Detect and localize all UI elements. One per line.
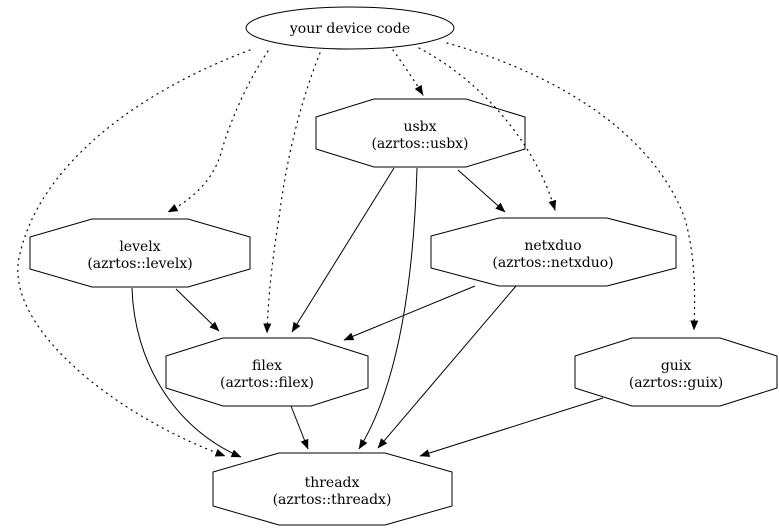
threadx-octagon-shape (212, 452, 453, 526)
edge-usbx-threadx-arrow (358, 167, 418, 450)
filex-sublabel: (azrtos::filex) (220, 375, 314, 391)
edge-device-netxduo-arrow (418, 47, 557, 211)
nodes-layer: your device codeusbx(azrtos::usbx)levelx… (29, 6, 778, 526)
filex-label: filex (252, 358, 282, 374)
node-guix: guix(azrtos::guix) (574, 337, 778, 407)
netxduo-label: netxduo (524, 238, 581, 254)
edge-usbx-filex-arrow (291, 167, 395, 333)
edge-guix-threadx-arrow (419, 397, 604, 457)
edges-layer (17, 42, 699, 458)
edge-device-levelx-arrow (167, 50, 269, 213)
usbx-label: usbx (403, 119, 436, 135)
edge-levelx-threadx-arrow (131, 287, 242, 458)
device-ellipse-shape (245, 6, 455, 50)
node-threadx: threadx(azrtos::threadx) (212, 452, 453, 526)
netxduo-sublabel: (azrtos::netxduo) (492, 255, 613, 271)
filex-octagon-shape (165, 337, 369, 407)
node-device: your device code (245, 6, 455, 50)
node-levelx: levelx(azrtos::levelx) (29, 218, 251, 288)
usbx-sublabel: (azrtos::usbx) (371, 136, 468, 152)
edge-levelx-filex-arrow (175, 288, 220, 332)
edge-netxduo-filex-arrow (343, 285, 476, 341)
levelx-octagon-shape (29, 218, 251, 288)
edge-device-guix-arrow (446, 42, 699, 331)
levelx-sublabel: (azrtos::levelx) (87, 256, 192, 272)
threadx-label: threadx (305, 475, 360, 491)
netxduo-octagon-shape (430, 217, 677, 287)
edge-device-threadx-arrow (17, 49, 251, 457)
node-filex: filex(azrtos::filex) (165, 337, 369, 407)
edge-filex-threadx-arrow (290, 405, 309, 450)
guix-sublabel: (azrtos::guix) (629, 375, 723, 391)
guix-octagon-shape (574, 337, 778, 407)
usbx-octagon-shape (315, 98, 526, 168)
guix-label: guix (661, 358, 691, 374)
node-usbx: usbx(azrtos::usbx) (315, 98, 526, 168)
edge-device-usbx-arrow (392, 49, 424, 96)
node-netxduo: netxduo(azrtos::netxduo) (430, 217, 677, 287)
threadx-sublabel: (azrtos::threadx) (273, 492, 392, 508)
levelx-label: levelx (119, 239, 160, 255)
edge-usbx-netxduo-arrow (457, 169, 506, 213)
edge-netxduo-threadx-arrow (377, 285, 517, 449)
edge-device-filex-arrow (263, 52, 321, 334)
device-label: your device code (289, 21, 410, 37)
